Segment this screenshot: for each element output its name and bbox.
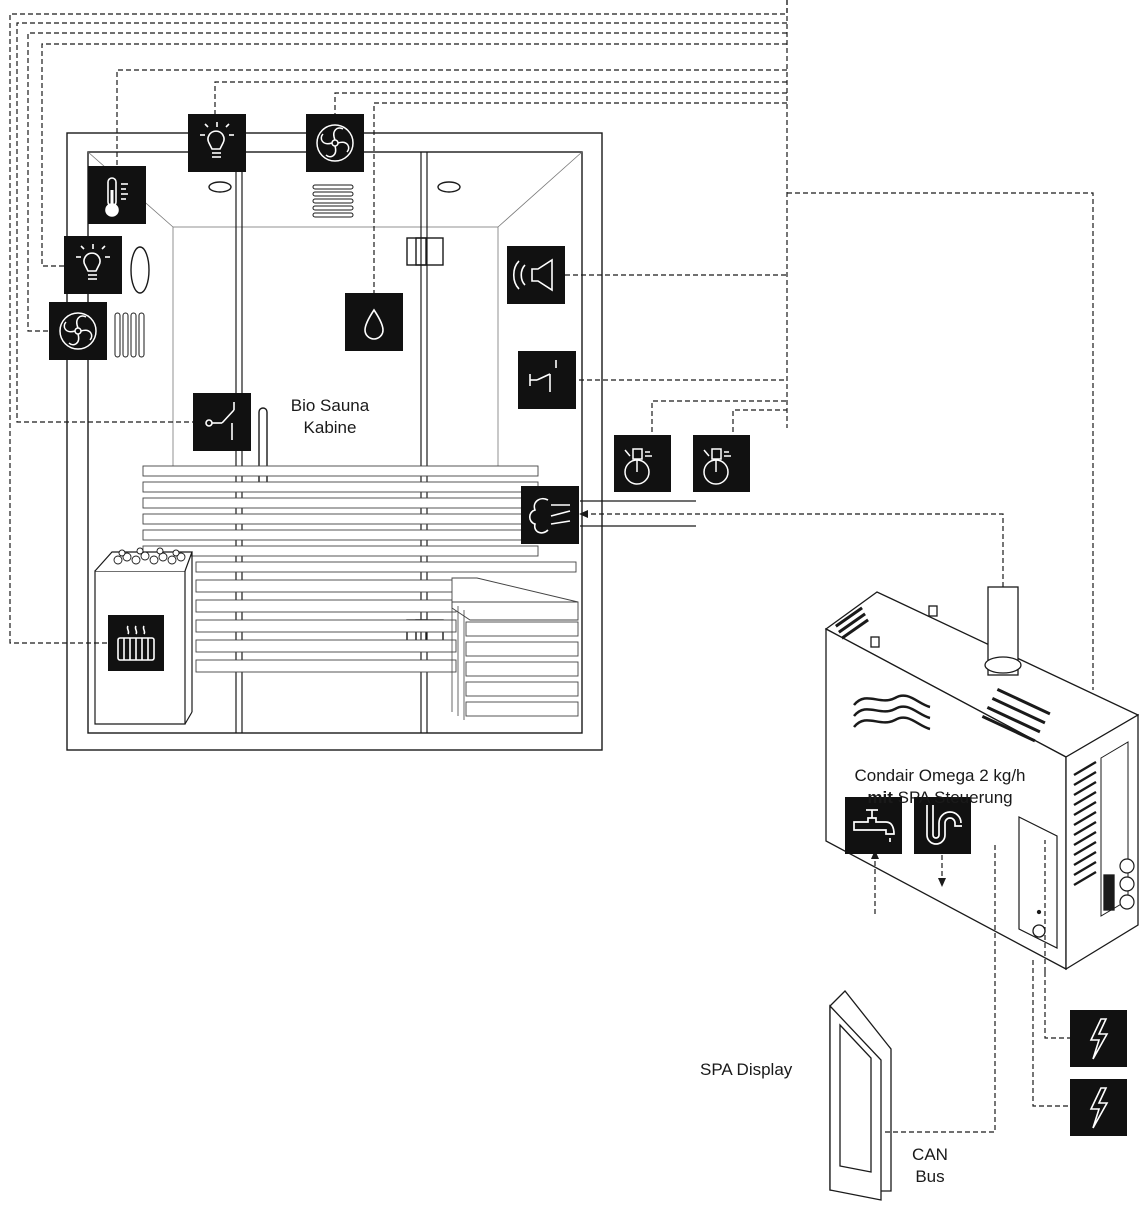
device-label-rest: SPA Steuerung xyxy=(892,788,1013,807)
lower-bench xyxy=(195,561,577,673)
drain-siphon-icon xyxy=(914,797,971,854)
power-supply-icon xyxy=(1070,1010,1127,1067)
steam-outlet-lines xyxy=(580,500,696,527)
can-bus-label: CAN Bus xyxy=(900,1144,960,1188)
thermometer-icon xyxy=(88,166,146,224)
can-bus-line1: CAN xyxy=(912,1145,948,1164)
cabin-label-line1: Bio Sauna xyxy=(290,396,370,415)
can-bus-line2: Bus xyxy=(915,1167,945,1186)
steam-outlet-icon xyxy=(521,486,579,544)
speaker-icon xyxy=(507,246,565,304)
water-tap-icon xyxy=(845,797,902,854)
sauna-heater-icon xyxy=(108,615,164,671)
spa-display xyxy=(829,990,892,1201)
corner-bench xyxy=(451,577,579,720)
device-label: Condair Omega 2 kg/h mit SPA Steuerung xyxy=(820,765,1060,809)
power-supply-icon xyxy=(1070,1079,1127,1136)
fragrance-dispenser-icon xyxy=(614,435,671,492)
cabin-label-line2: Kabine xyxy=(303,418,357,437)
light-icon xyxy=(188,114,246,172)
water-drop-icon xyxy=(345,293,403,351)
fan-icon xyxy=(306,114,364,172)
upper-bench xyxy=(142,465,539,557)
light-icon xyxy=(64,236,122,294)
cabin-label: Bio Sauna Kabine xyxy=(270,395,390,439)
device-label-line1: Condair Omega 2 kg/h xyxy=(854,766,1026,785)
switch-icon xyxy=(518,351,576,409)
wiring-lines xyxy=(9,0,1094,1133)
device-label-mit: mit xyxy=(867,788,893,807)
spa-display-label: SPA Display xyxy=(700,1060,793,1079)
fan-icon xyxy=(49,302,107,360)
switch-icon xyxy=(193,393,251,451)
device-label-line2: mit SPA Steuerung xyxy=(820,787,1060,809)
fragrance-dispenser-icon xyxy=(693,435,750,492)
